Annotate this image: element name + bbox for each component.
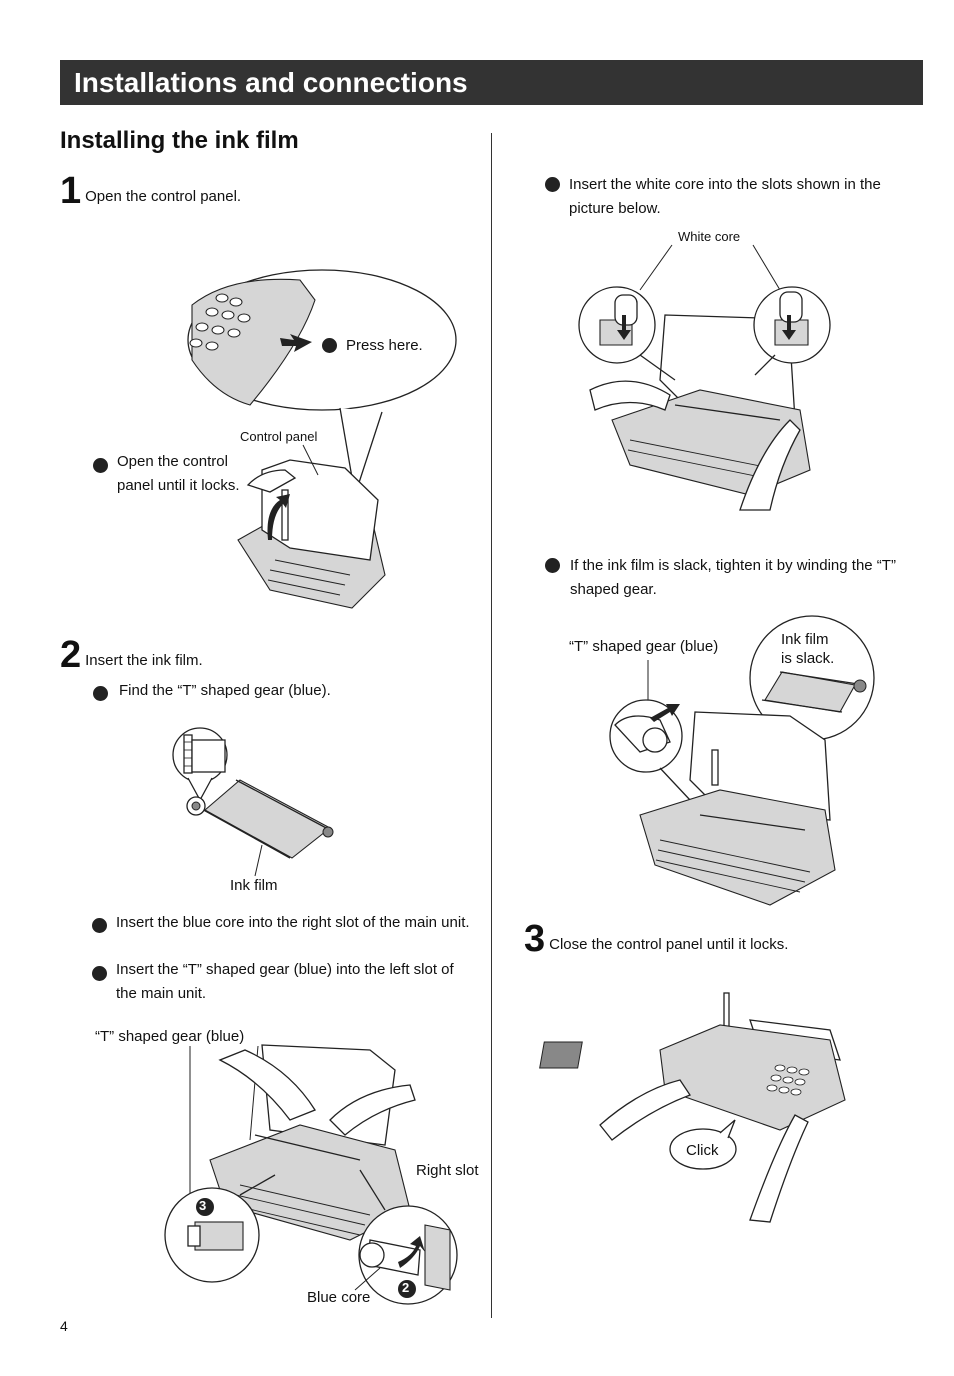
step-number: 3	[524, 918, 546, 960]
ink-film-illustration	[172, 727, 334, 877]
t-gear-label-right: “T” shaped gear (blue)	[569, 638, 719, 655]
step-number: 1	[60, 170, 82, 212]
text-line: picture below.	[569, 200, 661, 217]
section-header-bar: Installations and connections	[60, 60, 923, 105]
ink-film-label: Ink film	[230, 877, 278, 894]
insert-t-text: Insert the “T” shaped gear (blue) into t…	[116, 958, 454, 1006]
text-line: the main unit.	[116, 985, 207, 1002]
slack-label-1: Ink film	[781, 631, 829, 648]
bullet-dot	[93, 458, 108, 473]
bullet-dot	[92, 918, 107, 933]
press-here-label: Press here.	[346, 337, 423, 354]
column-divider	[491, 133, 492, 1318]
white-core-illustration	[578, 244, 831, 511]
bullet-dot	[93, 686, 108, 701]
step2-install-illustration	[164, 1044, 458, 1305]
slack-text: If the ink film is slack, tighten it by …	[570, 554, 896, 602]
step3-illustration	[539, 992, 846, 1223]
slack-illustration	[609, 615, 875, 906]
text-line: If the ink film is slack, tighten it by …	[570, 557, 896, 574]
text-line: Insert the “T” shaped gear (blue) into t…	[116, 961, 454, 978]
bullet-dot	[322, 338, 337, 353]
text-line: Insert the white core into the slots sho…	[569, 176, 881, 193]
insert-blue-text: Insert the blue core into the right slot…	[116, 914, 470, 931]
right-slot-label: Right slot	[416, 1162, 479, 1179]
step-text: Close the control panel until it locks.	[549, 936, 789, 953]
bullet-dot	[92, 966, 107, 981]
step-number: 2	[60, 634, 82, 676]
step1-illustration	[187, 269, 457, 609]
text-line: Open the control	[117, 453, 228, 470]
t-gear-label: “T” shaped gear (blue)	[95, 1028, 245, 1045]
control-panel-label: Control panel	[240, 429, 318, 444]
header-title: Installations and connections	[74, 67, 468, 98]
page-number: 4	[60, 1318, 68, 1334]
marker-3: 3	[199, 1198, 207, 1213]
bullet-dot	[545, 558, 560, 573]
step-text: Insert the ink film.	[85, 652, 203, 669]
click-label: Click	[686, 1142, 719, 1159]
text-line: shaped gear.	[570, 581, 657, 598]
slack-label-2: is slack.	[781, 650, 835, 667]
insert-white-text: Insert the white core into the slots sho…	[569, 173, 881, 221]
section-title: Installing the ink film	[60, 127, 299, 154]
open-control-text: Open the control panel until it locks.	[117, 450, 240, 498]
find-gear-text: Find the “T” shaped gear (blue).	[119, 682, 331, 699]
bullet-dot	[545, 177, 560, 192]
text-line: panel until it locks.	[117, 477, 240, 494]
blue-core-label: Blue core	[307, 1289, 371, 1306]
white-core-label: White core	[678, 229, 741, 244]
marker-2: 2	[402, 1280, 410, 1295]
step-text: Open the control panel.	[85, 188, 242, 205]
